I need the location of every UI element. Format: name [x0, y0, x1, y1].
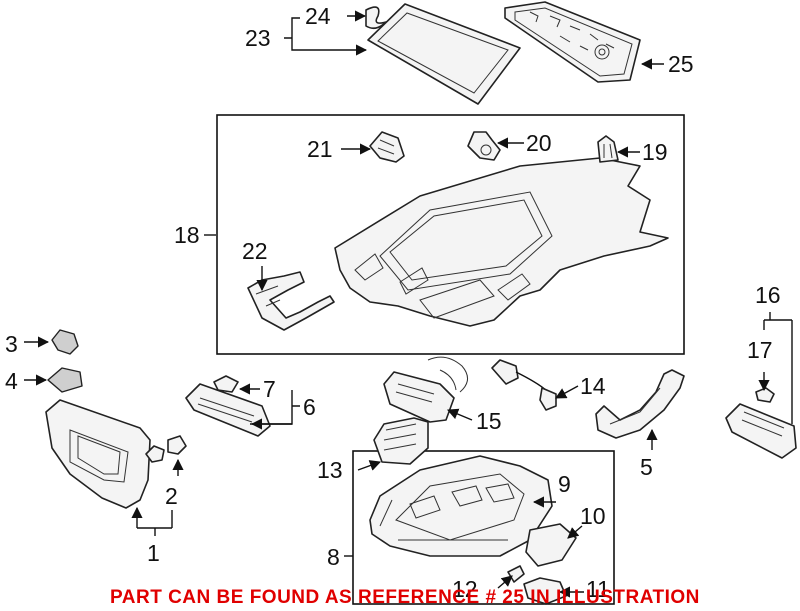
- clip-20-part: [467, 131, 501, 161]
- callout-11: 11: [586, 576, 610, 602]
- visor-clip-2-part: [145, 435, 187, 463]
- clip-21-part: [369, 131, 405, 163]
- headliner-box: [216, 114, 685, 355]
- callout-23: 23: [245, 25, 271, 51]
- callout-13: 13: [317, 457, 343, 483]
- callout-20: 20: [526, 130, 552, 156]
- callout-7: 7: [263, 376, 276, 402]
- callout-24: 24: [305, 3, 331, 29]
- console-9-part: [369, 455, 553, 557]
- callout-3: 3: [5, 331, 18, 357]
- grab-handle-5-part: [595, 369, 685, 439]
- callout-1: 1: [147, 540, 160, 566]
- sunroof-seal-part: [367, 3, 521, 105]
- lamp-6-part: [185, 375, 271, 437]
- callout-8: 8: [327, 544, 340, 570]
- callout-18: 18: [174, 222, 200, 248]
- callout-22: 22: [242, 238, 268, 264]
- callout-25: 25: [668, 51, 694, 77]
- clip-19-part: [597, 135, 619, 163]
- sunroof-clip-part: [365, 6, 387, 30]
- visor-mount-3-part: [51, 329, 79, 355]
- bulb-12-part: [507, 565, 525, 583]
- sun-visor-part: [45, 399, 151, 509]
- callout-21: 21: [307, 136, 333, 162]
- switch-13-part: [373, 417, 429, 465]
- callout-numbers: 1 2 3 4 5 6 7 8 9 10 11 12 13 14 15 16 1…: [5, 3, 781, 602]
- callout-19: 19: [642, 139, 668, 165]
- leader-lines: [24, 10, 793, 598]
- callout-12: 12: [452, 576, 478, 602]
- lens-10-part: [525, 523, 577, 567]
- callout-2: 2: [165, 483, 178, 509]
- console-box: [352, 450, 615, 605]
- wiring-22-part: [247, 271, 335, 331]
- harness-14-part: [491, 359, 557, 411]
- visor-mount-4-part: [47, 367, 83, 393]
- callout-16: 16: [755, 282, 781, 308]
- bulb-17-part: [755, 387, 775, 403]
- callout-10: 10: [580, 503, 606, 529]
- headliner-part: [334, 157, 669, 327]
- callout-14: 14: [580, 373, 606, 399]
- insulation-pad-part: [504, 1, 641, 83]
- callout-15: 15: [476, 408, 502, 434]
- callout-4: 4: [5, 368, 18, 394]
- callout-9: 9: [558, 471, 571, 497]
- callout-6: 6: [303, 394, 316, 420]
- lamp-16-part: [725, 403, 797, 459]
- callout-17: 17: [747, 337, 773, 363]
- reference-note: PART CAN BE FOUND AS REFERENCE # 25 IN I…: [110, 587, 700, 608]
- callout-5: 5: [640, 454, 653, 480]
